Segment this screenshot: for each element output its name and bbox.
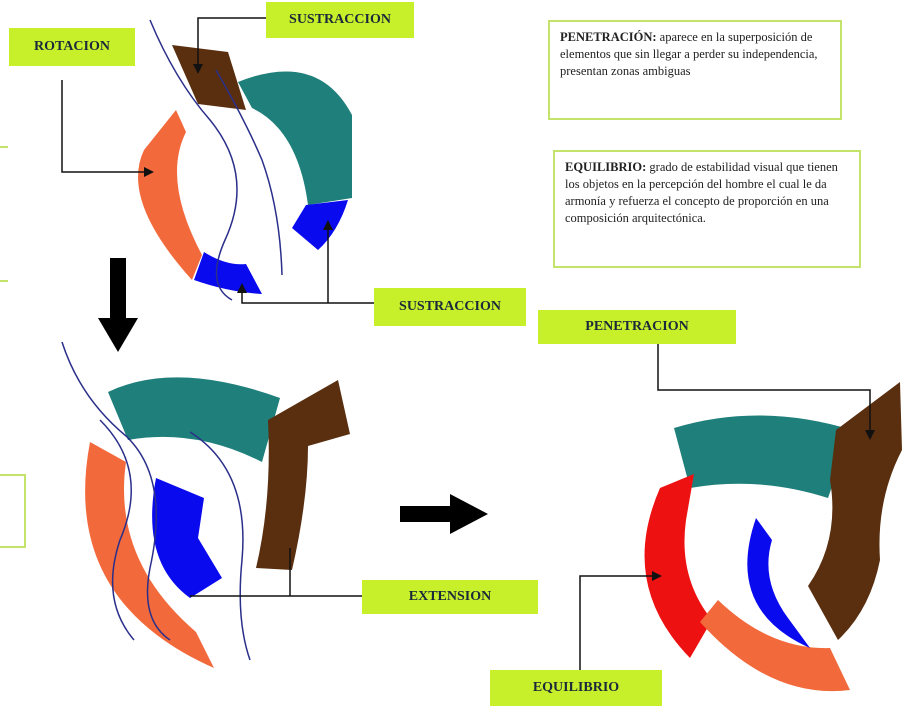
rotacion-connector bbox=[61, 80, 154, 177]
fig1-curve-line bbox=[149, 19, 238, 301]
definition-equilibrio: EQUILIBRIO: grado de estabilidad visual … bbox=[553, 150, 861, 268]
left-edge-tick-2 bbox=[0, 280, 8, 282]
fig1-brown-segment bbox=[172, 45, 246, 110]
fig3-teal-segment bbox=[674, 415, 852, 498]
label-penetracion: PENETRACION bbox=[538, 310, 736, 344]
right-arrow bbox=[400, 494, 488, 534]
left-edge-box bbox=[0, 474, 26, 548]
figure-2-extension bbox=[61, 341, 350, 668]
label-equilibrio: EQUILIBRIO bbox=[490, 670, 662, 706]
label-sustraccion-top: SUSTRACCION bbox=[266, 2, 414, 38]
fig1-teal-segment bbox=[238, 71, 352, 205]
fig1-blue-right bbox=[292, 200, 348, 250]
label-extension: EXTENSION bbox=[362, 580, 538, 614]
figure-1-rotation-subtraction bbox=[138, 19, 352, 301]
fig1-curve-line-2 bbox=[215, 69, 283, 276]
down-arrow bbox=[98, 258, 138, 352]
equilibrio-connector bbox=[579, 571, 662, 672]
fig1-orange-segment bbox=[138, 110, 202, 280]
fig2-curve-line bbox=[61, 341, 171, 641]
fig2-brown-segment bbox=[256, 380, 350, 570]
fig1-blue-bottom bbox=[194, 252, 262, 294]
label-sustraccion-mid: SUSTRACCION bbox=[374, 288, 526, 326]
definition-penetracion-text: aparece en la superposición de elementos… bbox=[560, 30, 818, 78]
fig3-red-segment bbox=[644, 474, 712, 658]
fig2-teal-segment bbox=[108, 377, 280, 462]
definition-penetracion: PENETRACIÓN: aparece en la superposición… bbox=[548, 20, 842, 120]
definition-penetracion-term: PENETRACIÓN: bbox=[560, 30, 657, 44]
penetracion-connector bbox=[657, 342, 875, 440]
left-edge-tick-1 bbox=[0, 146, 8, 148]
fig2-blue-segment bbox=[152, 478, 222, 598]
fig3-orange-segment bbox=[700, 600, 850, 692]
definition-equilibrio-text: grado de estabilidad visual que tienen l… bbox=[565, 160, 838, 225]
sustraccion-mid-connector bbox=[237, 283, 375, 304]
fig2-curve-line-3 bbox=[189, 431, 251, 661]
fig2-curve-line-2 bbox=[99, 419, 135, 641]
figure-3-balance bbox=[644, 382, 902, 692]
fig3-brown-segment bbox=[808, 382, 902, 640]
sustraccion-top-connector bbox=[193, 17, 268, 74]
definition-equilibrio-term: EQUILIBRIO: bbox=[565, 160, 647, 174]
fig2-orange-segment bbox=[85, 442, 214, 668]
label-rotacion: ROTACION bbox=[9, 28, 135, 66]
fig3-blue-segment bbox=[747, 518, 810, 648]
